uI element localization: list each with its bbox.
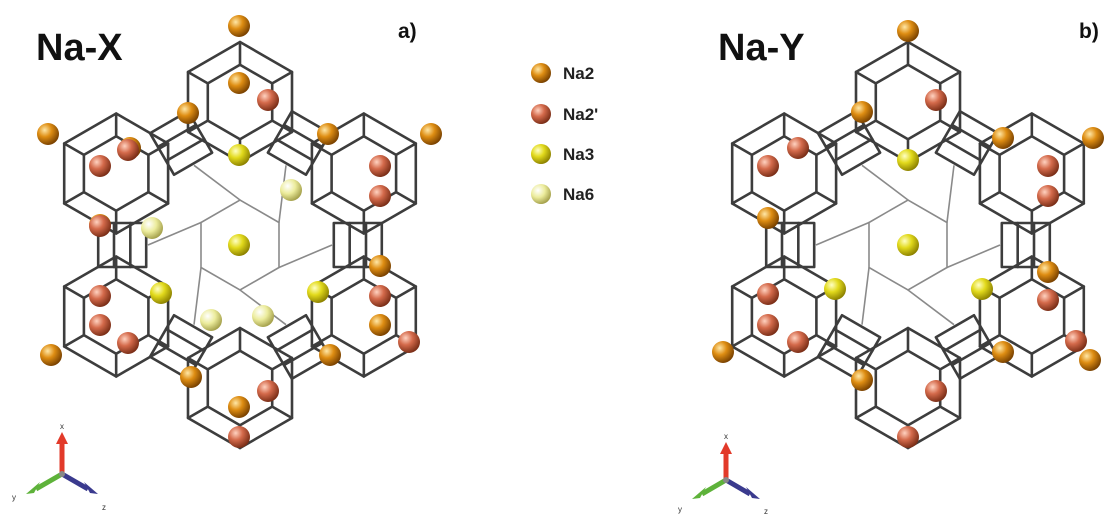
atom-na2p	[228, 426, 250, 448]
atom-na2	[1037, 261, 1059, 283]
atom-na2p	[117, 139, 139, 161]
atom-na3	[307, 281, 329, 303]
atom-na2	[369, 314, 391, 336]
sodalite-cage	[310, 112, 418, 235]
atom-na2	[317, 123, 339, 145]
atom-na2	[992, 127, 1014, 149]
hexagonal-prism	[934, 313, 1000, 381]
atom-na2p	[398, 331, 420, 353]
atom-na2p	[757, 314, 779, 336]
atom-na2p	[1065, 330, 1087, 352]
atom-na3	[971, 278, 993, 300]
legend-swatch-na2p	[531, 104, 551, 124]
atom-na2p	[369, 185, 391, 207]
atom-na2p	[787, 137, 809, 159]
panel-letter: a)	[398, 20, 417, 43]
axis-label-y: y	[12, 493, 16, 502]
atom-na2p	[1037, 185, 1059, 207]
atom-na2p	[1037, 289, 1059, 311]
hexagonal-prism	[266, 313, 332, 381]
atom-na6	[200, 309, 222, 331]
atom-na2p	[89, 155, 111, 177]
sodalite-cage	[62, 112, 170, 235]
atoms-a	[37, 15, 442, 448]
framework-a	[62, 40, 418, 450]
atom-na2	[228, 72, 250, 94]
legend-swatch-na6	[531, 184, 551, 204]
atom-na2	[180, 366, 202, 388]
atom-na2	[40, 344, 62, 366]
atom-na2	[757, 207, 779, 229]
atom-na2p	[897, 426, 919, 448]
atom-na3	[228, 234, 250, 256]
axis-triad-a: x y z	[12, 422, 106, 512]
sodalite-cage	[978, 112, 1086, 235]
legend-swatch-na2	[531, 63, 551, 83]
atom-na2p	[257, 380, 279, 402]
atom-na3	[824, 278, 846, 300]
atom-na2p	[117, 332, 139, 354]
atom-na2	[1079, 349, 1101, 371]
atom-na2p	[89, 215, 111, 237]
atom-na2	[177, 102, 199, 124]
legend-label-na2: Na2	[563, 64, 594, 83]
hexagonal-prism	[934, 109, 1000, 176]
sodalite-cage	[730, 112, 838, 235]
atom-na2p	[257, 89, 279, 111]
atom-na2p	[925, 380, 947, 402]
atom-na2p	[757, 283, 779, 305]
sodalite-cage	[186, 326, 294, 450]
legend-label-na6: Na6	[563, 185, 594, 204]
legend: Na2 Na2' Na3 Na6	[531, 63, 598, 204]
axis-label-x: x	[60, 422, 64, 431]
panel-b: Na-Y b) x y z	[678, 20, 1104, 514]
supercage	[815, 164, 1001, 326]
hexagonal-prism	[816, 313, 882, 381]
atom-na2p	[369, 285, 391, 307]
panel-title: Na-Y	[718, 27, 805, 69]
atom-na2	[420, 123, 442, 145]
hexagonal-prism	[266, 109, 332, 176]
axis-label-z: z	[764, 507, 768, 514]
hexagonal-prism	[816, 109, 882, 176]
atom-na3	[150, 282, 172, 304]
legend-swatch-na3	[531, 144, 551, 164]
atom-na2	[369, 255, 391, 277]
axis-triad-b: x y z	[678, 432, 768, 514]
atom-na2p	[369, 155, 391, 177]
atom-na6	[252, 305, 274, 327]
atom-na2p	[89, 314, 111, 336]
legend-label-na3: Na3	[563, 145, 594, 164]
atom-na6	[141, 217, 163, 239]
atom-na2	[992, 341, 1014, 363]
atom-na2	[851, 369, 873, 391]
atom-na2	[228, 396, 250, 418]
panel-letter: b)	[1079, 20, 1099, 43]
atom-na2p	[89, 285, 111, 307]
atom-na2	[37, 123, 59, 145]
axis-label-x: x	[724, 432, 728, 441]
atom-na6	[280, 179, 302, 201]
atom-na2	[851, 101, 873, 123]
axis-label-z: z	[102, 503, 106, 512]
atom-na2	[712, 341, 734, 363]
atom-na3	[228, 144, 250, 166]
panel-title: Na-X	[36, 27, 123, 69]
atom-na2p	[757, 155, 779, 177]
legend-label-na2p: Na2'	[563, 105, 598, 124]
sodalite-cage	[730, 255, 838, 378]
axis-label-y: y	[678, 505, 682, 514]
atom-na2	[228, 15, 250, 37]
atom-na2	[897, 20, 919, 42]
atom-na2p	[787, 331, 809, 353]
atom-na2	[319, 344, 341, 366]
atom-na2p	[925, 89, 947, 111]
atom-na3	[897, 149, 919, 171]
atom-na3	[897, 234, 919, 256]
atom-na2	[1082, 127, 1104, 149]
panel-a: Na-X a) x y z	[12, 15, 442, 512]
atoms-b	[712, 20, 1104, 448]
atom-na2p	[1037, 155, 1059, 177]
